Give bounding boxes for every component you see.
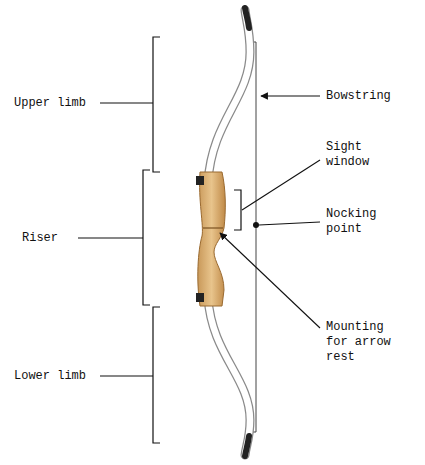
part-label: Riser <box>22 231 58 246</box>
limb-bolt <box>196 293 204 302</box>
leader-line <box>220 96 320 328</box>
bracket <box>78 37 241 443</box>
part-label: Nocking point <box>326 207 398 237</box>
part-label: Bowstring <box>326 89 391 104</box>
riser <box>198 172 225 306</box>
bowstring <box>256 42 257 432</box>
part-label: Mounting for arrow rest <box>326 320 402 365</box>
limb-bolt <box>196 176 204 185</box>
nocking-point <box>253 222 259 228</box>
part-label: Upper limb <box>14 96 86 111</box>
part-label: Lower limb <box>14 369 86 384</box>
part-label: Sight window <box>326 140 398 170</box>
